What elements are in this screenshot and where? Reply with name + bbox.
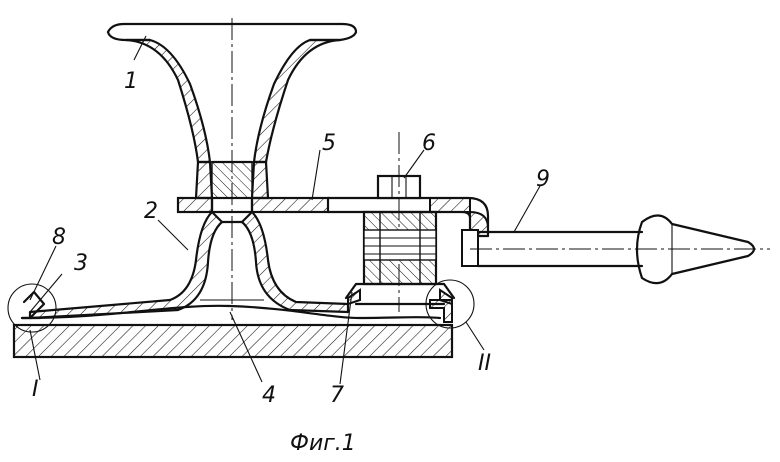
plate-arm [176,196,490,238]
figure-caption: Фиг.1 [290,431,356,456]
label-II: II [478,351,491,376]
right-detail-circle [425,279,475,329]
label-9: 9 [536,167,550,192]
label-6: 6 [422,131,436,156]
gear-assembly [344,132,456,323]
label-I: I [32,377,39,402]
label-1: 1 [124,69,138,94]
handle [461,214,770,285]
label-7: 7 [330,383,344,408]
label-8: 8 [52,225,66,250]
leaders [29,35,541,385]
label-3: 3 [74,251,88,276]
label-4: 4 [262,383,276,408]
lower-body [28,210,350,320]
label-2: 2 [144,199,158,224]
base-plate [12,323,454,359]
left-clip [7,283,57,333]
label-5: 5 [322,131,336,156]
